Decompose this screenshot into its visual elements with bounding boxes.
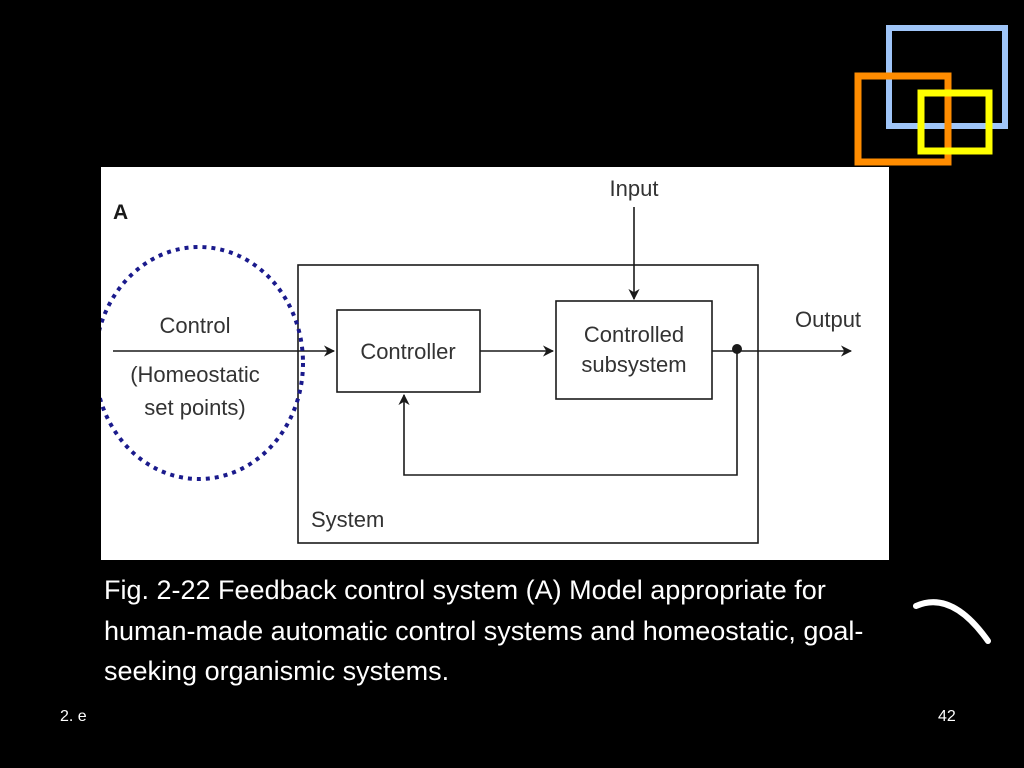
- panel-label: A: [113, 201, 128, 224]
- figure-caption: Fig. 2-22 Feedback control system (A) Mo…: [104, 575, 864, 686]
- junction-dot: [732, 344, 742, 354]
- highlight-ellipse: [101, 245, 305, 481]
- output-label: Output: [795, 307, 861, 332]
- orange-square: [854, 72, 952, 166]
- feedback-loop: [398, 351, 738, 476]
- page-number: 42: [938, 708, 956, 725]
- system-box: [297, 264, 759, 544]
- control-label: Control: [160, 313, 231, 338]
- figure-panel: A System Controller Controlled subsystem…: [101, 167, 889, 560]
- decorative-arc: [913, 599, 991, 644]
- feedback-diagram: A System Controller Controlled subsystem…: [101, 176, 861, 544]
- input-label: Input: [610, 176, 659, 201]
- controlled-label-line1: Controlled: [584, 322, 684, 347]
- controller-label: Controller: [360, 339, 455, 364]
- controlled-label-line2: subsystem: [581, 352, 686, 377]
- controlled-subsystem-box: [555, 300, 713, 400]
- yellow-square: [917, 89, 993, 155]
- homeostatic-label: (Homeostatic: [130, 362, 260, 387]
- set-points-label: set points): [144, 395, 246, 420]
- system-label: System: [311, 507, 384, 532]
- footer-text: 2. e: [60, 708, 87, 725]
